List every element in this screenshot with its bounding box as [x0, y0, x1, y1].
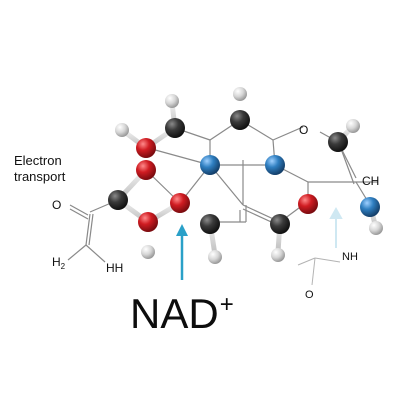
- bond-line: [339, 145, 355, 185]
- atom-label-ring-o: O: [299, 123, 309, 137]
- nitrogen-atom: [265, 155, 285, 175]
- hydrogen-atom: [115, 123, 129, 137]
- hydrogen-atom: [271, 248, 285, 262]
- electron-transport-line2: transport: [14, 169, 66, 184]
- bond-line: [147, 147, 211, 166]
- bond-line: [314, 257, 341, 263]
- carbon-atom: [108, 190, 128, 210]
- hydrogen-atom: [369, 221, 383, 235]
- bond-line: [311, 257, 316, 286]
- hydrogen-atom: [346, 119, 360, 133]
- carbon-atom: [200, 214, 220, 234]
- nitrogen-atom: [360, 197, 380, 217]
- bond-line: [67, 244, 87, 261]
- atom-label-o-bottom: O: [305, 289, 314, 301]
- nitrogen-atoms: [200, 155, 380, 217]
- faint-arrow: [329, 206, 343, 248]
- bond-line: [88, 213, 94, 246]
- oxygen-atom: [170, 193, 190, 213]
- faint-arrow-head: [329, 206, 343, 219]
- carbon-atom: [230, 110, 250, 130]
- carbon-atom: [165, 118, 185, 138]
- bond-line: [85, 213, 91, 246]
- hydrogen-atom: [165, 94, 179, 108]
- carbon-atom: [328, 132, 348, 152]
- molecule-charge: +: [219, 291, 234, 318]
- electron-arrow: [176, 224, 188, 280]
- atom-label-ch: CH: [362, 174, 380, 188]
- molecule-title-text: NAD: [130, 290, 219, 337]
- atom-label-nh: NH: [342, 251, 358, 263]
- oxygen-atom: [136, 160, 156, 180]
- hydrogen-atoms: [115, 87, 383, 264]
- atom-label-hh: HH: [106, 261, 124, 275]
- bond-line: [69, 208, 89, 220]
- oxygen-atom: [136, 138, 156, 158]
- hydrogen-atom: [208, 250, 222, 264]
- atom-label-h2-prefix: H: [52, 255, 61, 269]
- nitrogen-atom: [200, 155, 220, 175]
- carbon-atoms: [108, 110, 348, 234]
- atom-label-h2-subscript: 2: [60, 262, 66, 271]
- bond-line: [297, 257, 316, 266]
- electron-transport-label: Electron transport: [14, 153, 65, 185]
- hydrogen-atom: [141, 245, 155, 259]
- carbon-atom: [270, 214, 290, 234]
- oxygen-atom: [138, 212, 158, 232]
- electron-arrow-head: [176, 224, 188, 236]
- atom-label-o-left: O: [52, 198, 62, 212]
- molecule-title: NAD+: [130, 293, 234, 335]
- oxygen-atoms: [136, 138, 318, 232]
- oxygen-atom: [298, 194, 318, 214]
- bond-line: [85, 244, 106, 263]
- electron-transport-line1: Electron: [14, 153, 62, 168]
- hydrogen-atom: [233, 87, 247, 101]
- bond-line: [272, 126, 304, 141]
- bond-line: [69, 204, 89, 216]
- amide-fragment: [297, 257, 341, 286]
- atom-label-h2: H2: [52, 256, 65, 271]
